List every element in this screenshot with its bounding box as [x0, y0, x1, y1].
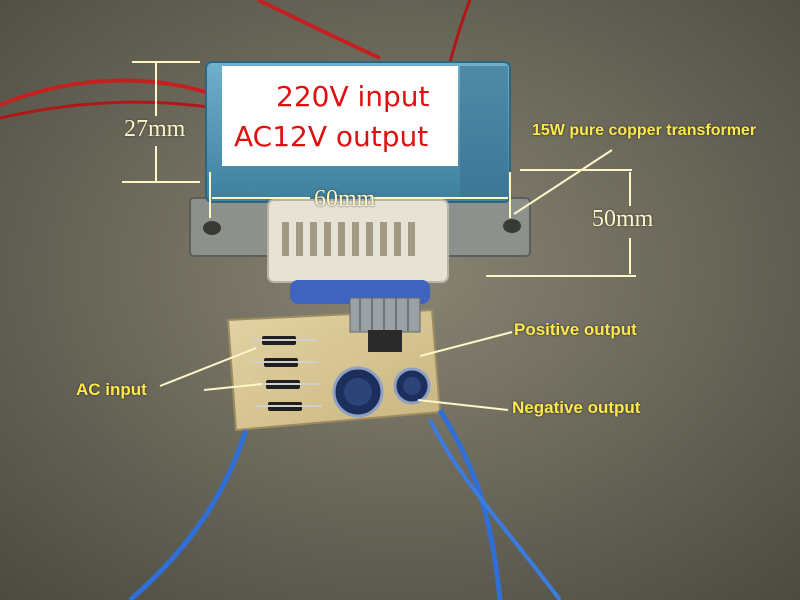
negative-output-label: Negative output: [512, 398, 641, 417]
red-wire-left-2: [0, 100, 216, 120]
positive-output-label: Positive output: [514, 320, 637, 339]
blue-wire-1: [128, 429, 249, 600]
blue-wire-3: [428, 419, 562, 600]
voltage-label-box: [222, 66, 458, 166]
mount-hole-right: [503, 219, 521, 233]
ac-input-label: AC input: [76, 380, 147, 399]
bobbin-slots: [282, 222, 415, 256]
input-voltage-label: 220V input: [276, 80, 430, 113]
diode-leads: [250, 339, 322, 407]
capacitor-large-top: [344, 378, 372, 406]
mount-hole-left: [203, 221, 221, 235]
capacitor-small-top: [403, 377, 421, 395]
red-wire-left: [0, 78, 216, 107]
output-voltage-label: AC12V output: [234, 120, 429, 153]
regulator-chip: [368, 330, 402, 352]
dimension-width-label: 60mm: [314, 186, 376, 212]
red-wire-top: [257, 0, 381, 60]
dimension-height-label: 27mm: [124, 116, 186, 142]
core-side-shade: [460, 66, 508, 198]
transformer-description-label: 15W pure copper transformer: [532, 122, 757, 139]
dimension-depth-label: 50mm: [592, 206, 654, 232]
dimension-lines: [122, 61, 636, 411]
heat-sink-fins: [359, 298, 409, 332]
blue-wire-2: [437, 408, 503, 600]
red-wire-top-2: [448, 0, 472, 63]
